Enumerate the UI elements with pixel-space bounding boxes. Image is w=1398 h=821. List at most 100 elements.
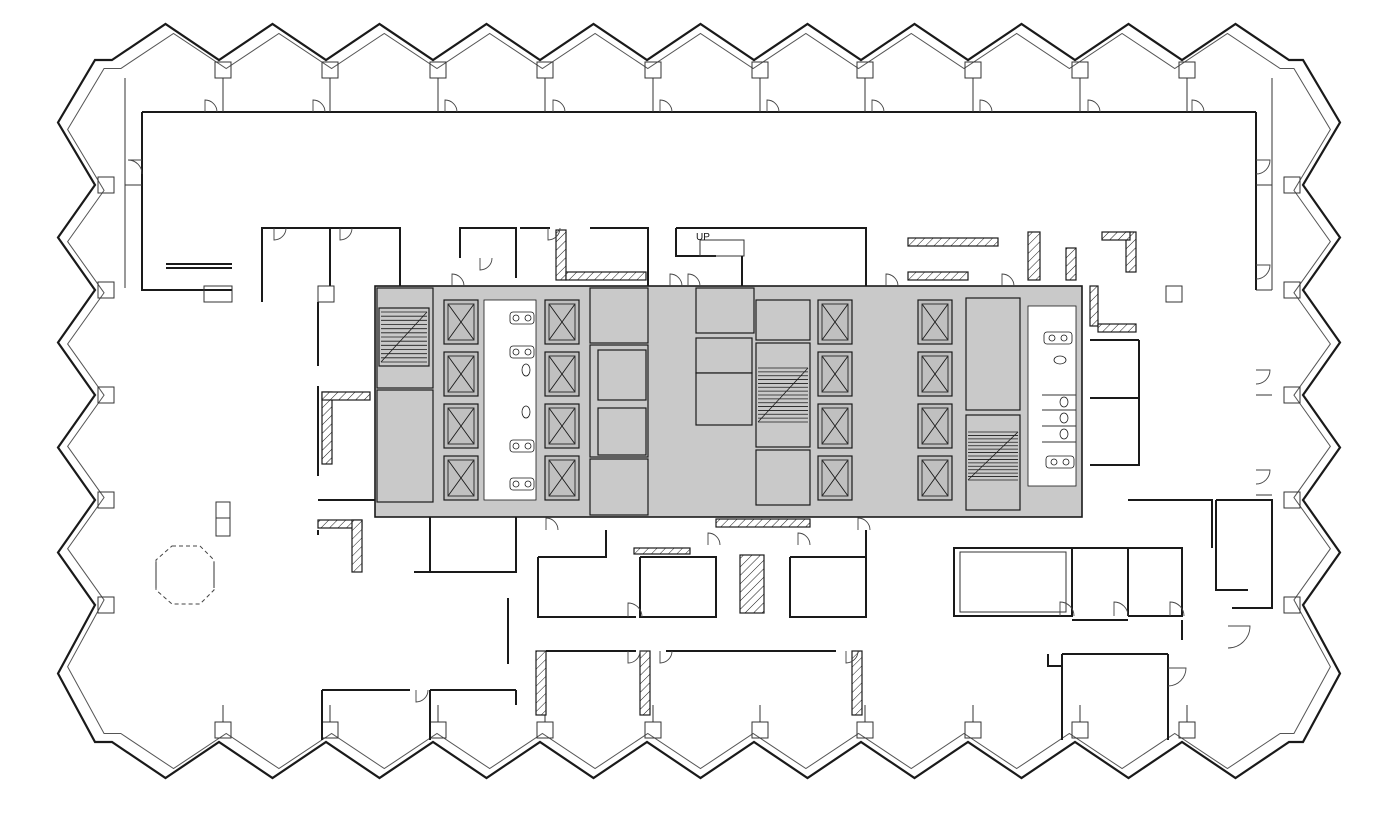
column-top [536,61,554,79]
stair-up-label: UP [696,232,710,243]
door-swing [857,517,871,531]
elevator-mark [921,303,949,341]
elevator-mark [921,459,949,497]
stair-east [965,414,1021,511]
hatched-shafts [317,229,1137,716]
column-right [1283,281,1301,299]
door-swing [659,99,673,113]
door-swing [552,99,566,113]
door-swing [1087,99,1101,113]
door-swing [627,602,643,618]
elevator-car [917,403,953,449]
door-swing [273,227,287,241]
stair-break-line [380,311,428,363]
top-office-partitions [97,61,1301,614]
stair-break-line [757,367,809,423]
stair-center [755,342,811,448]
door-swing [339,227,353,241]
column-bottom [644,721,662,739]
elevator-mark [548,303,576,341]
elevator-mark [548,407,576,445]
door-swing [312,99,326,113]
elevator-mark [447,459,475,497]
elevator-mark [821,355,849,393]
door-swing [479,257,493,271]
column-top [644,61,662,79]
elevator-mark [921,459,949,497]
door-swing [1167,667,1187,687]
door-swings [127,99,1271,703]
column-right [1283,491,1301,509]
round-feature-dashed [155,545,215,605]
elevator-mark [821,459,849,497]
elevator-mark [821,407,849,445]
elevator-mark [447,355,475,393]
door-swing [669,273,683,287]
interior-rooms [166,227,1273,740]
elevator-mark [548,459,576,497]
door-swing [707,532,721,546]
column-left [97,281,115,299]
elevator-mark [921,355,949,393]
door-swing [1255,264,1271,280]
elevator-car [443,351,479,397]
curtain-wall-outer [56,22,1342,780]
door-swing [547,227,561,241]
door-swing [766,99,780,113]
door-swing [1001,273,1015,287]
elevator-mark [548,459,576,497]
column-left [97,176,115,194]
door-swing [444,99,458,113]
door-swing [1255,369,1271,385]
elevator-mark [821,355,849,393]
elevator-mark [821,303,849,341]
stair-break-line [967,431,1019,481]
elevator-mark [447,303,475,341]
column-bottom [1071,721,1089,739]
elevator-mark [447,407,475,445]
elevator-mark [447,355,475,393]
door-swing [451,273,465,287]
door-swing [687,273,701,287]
door-swing [204,99,218,113]
door-swing [871,99,885,113]
door-swing [545,517,559,531]
column-right [1283,596,1301,614]
elevator-mark [921,355,949,393]
door-swing [1255,469,1271,485]
elevator-mark [548,407,576,445]
building-core [374,285,1083,518]
door-swing [1169,601,1185,617]
elevator-mark [921,407,949,445]
column-left [97,386,115,404]
elevator-mark [921,303,949,341]
door-swing [659,650,673,664]
curtain-wall-inner [67,32,1331,770]
column-top [214,61,232,79]
column-bottom [429,721,447,739]
door-swing [1191,99,1205,113]
door-swing [885,273,899,287]
elevator-mark [447,459,475,497]
exterior-curtain-wall [56,22,1342,780]
elevator-shafts [443,299,953,501]
door-swing [627,650,641,664]
column-right [1283,176,1301,194]
column-right [1283,386,1301,404]
door-swing [415,689,429,703]
column-bottom [1178,721,1196,739]
elevator-mark [921,407,949,445]
door-swing [797,532,811,546]
door-swing [1113,601,1129,617]
column-top [321,61,339,79]
door-swing [127,159,143,175]
column-left [97,596,115,614]
elevator-mark [548,355,576,393]
bottom-office-partitions [214,705,1196,739]
stair-north-west [378,307,430,367]
elevator-mark [821,459,849,497]
door-swing [979,99,993,113]
toilet-fixtures [509,311,1076,491]
